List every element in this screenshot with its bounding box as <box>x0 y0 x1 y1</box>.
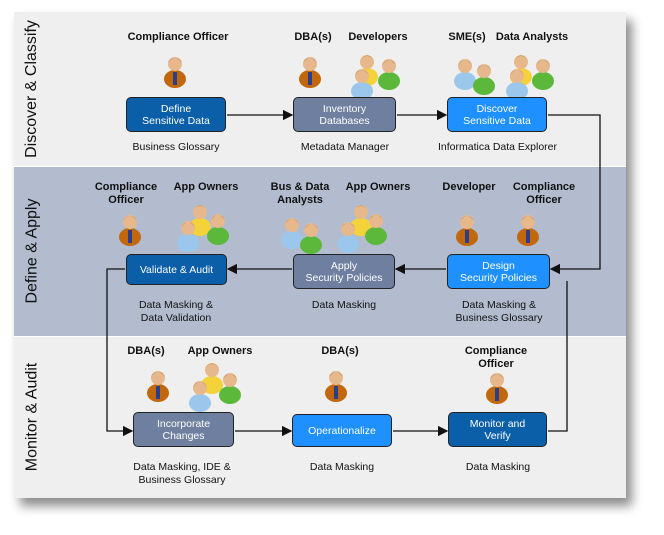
step-design-security-policies: Design Security Policies <box>447 254 550 289</box>
role-dbas: DBA(s) <box>294 31 332 43</box>
step-validate-audit: Validate & Audit <box>126 254 227 285</box>
person-icon-dba <box>325 371 347 402</box>
role-dbas: DBA(s) <box>127 345 165 357</box>
person-icon-sme <box>473 64 495 95</box>
band-define-apply <box>14 166 626 336</box>
role-app-owners: App Owners <box>345 181 411 193</box>
step-discover-sensitive-data: Discover Sensitive Data <box>447 97 547 132</box>
role-compliance-officer: Compliance Officer <box>464 345 528 370</box>
role-compliance-officer: Compliance Officer <box>127 31 229 43</box>
person-icon-compliance-officer <box>164 57 186 88</box>
tool-data-masking: Data Masking <box>465 461 531 473</box>
tool-data-masking: Data Masking <box>309 461 375 473</box>
tool-masking-validation: Data Masking & Data Validation <box>138 299 214 324</box>
role-compliance-officer: Compliance Officer <box>94 181 158 206</box>
tool-metadata-manager: Metadata Manager <box>300 141 390 153</box>
tool-masking-glossary: Data Masking & Business Glossary <box>455 299 543 324</box>
role-developer: Developer <box>442 181 496 193</box>
step-inventory-databases: Inventory Databases <box>293 97 396 132</box>
person-icon-compliance-officer <box>517 215 539 246</box>
step-monitor-verify: Monitor and Verify <box>448 412 547 447</box>
step-incorporate-changes: Incorporate Changes <box>133 412 234 447</box>
step-define-sensitive-data: Define Sensitive Data <box>126 97 226 132</box>
role-app-owners: App Owners <box>173 181 239 193</box>
connector-lines <box>106 109 601 437</box>
person-icon-dba <box>299 57 321 88</box>
tool-business-glossary: Business Glossary <box>132 141 220 153</box>
person-icon-analyst <box>300 223 322 254</box>
band-separator <box>14 336 626 337</box>
role-dbas: DBA(s) <box>321 345 359 357</box>
band-separator <box>14 166 626 167</box>
person-icon-app-owner <box>219 373 241 404</box>
role-app-owners: App Owners <box>187 345 253 357</box>
role-compliance-officer: Compliance Officer <box>512 181 576 206</box>
person-icon-compliance-officer <box>486 373 508 404</box>
arrow-validate-to-incorporate <box>106 268 134 437</box>
person-icon-developer <box>456 215 478 246</box>
step-operationalize: Operationalize <box>292 414 392 447</box>
person-icon-developer <box>378 59 400 90</box>
person-icon-dba <box>147 371 169 402</box>
step-apply-security-policies: Apply Security Policies <box>293 254 395 289</box>
tool-data-masking: Data Masking <box>311 299 377 311</box>
role-developers: Developers <box>348 31 408 43</box>
tool-masking-ide-glossary: Data Masking, IDE & Business Glossary <box>133 461 231 486</box>
role-bus-data-analysts: Bus & Data Analysts <box>270 181 330 206</box>
person-icon-analyst <box>281 218 303 249</box>
person-icon-sme <box>454 59 476 90</box>
loop-line-monitor-to-design <box>548 281 568 432</box>
role-smes: SME(s) <box>448 31 486 43</box>
role-data-analysts: Data Analysts <box>495 31 569 43</box>
person-icon-data-analyst <box>532 59 554 90</box>
tool-data-explorer: Informatica Data Explorer <box>437 141 558 153</box>
person-icon-compliance-officer <box>119 215 141 246</box>
arrow-discover-to-design <box>548 114 601 275</box>
